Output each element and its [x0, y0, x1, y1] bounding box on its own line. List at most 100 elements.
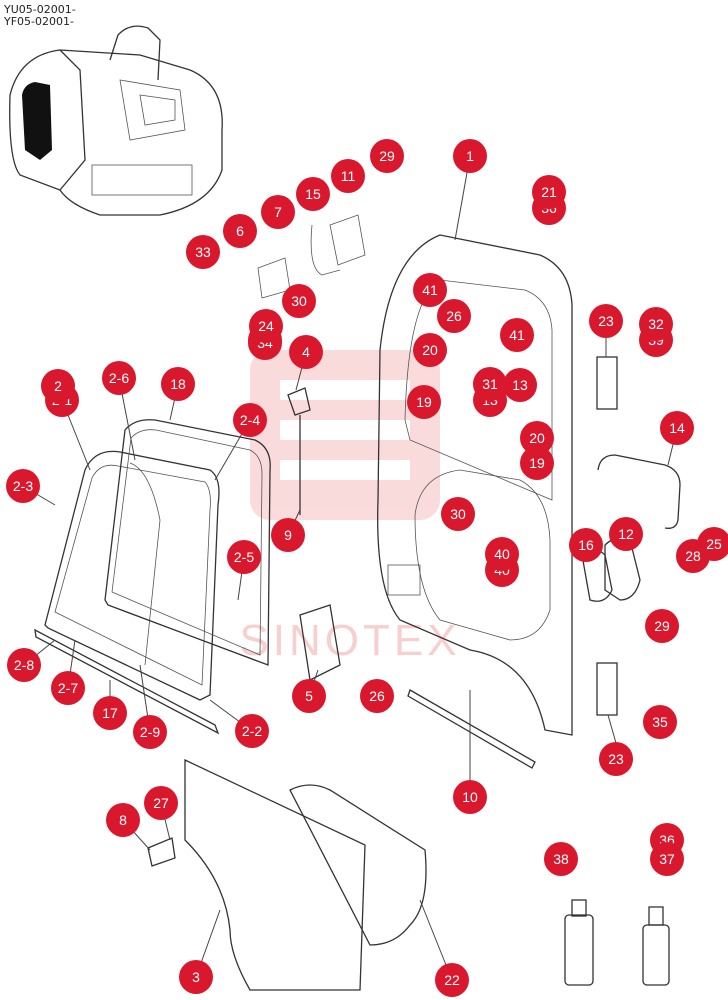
- callout-label: 17: [102, 705, 118, 721]
- callout-14: 14: [660, 411, 694, 445]
- callout-label: 26: [446, 308, 462, 324]
- callout-circle: [106, 803, 140, 837]
- callout-label: 40: [494, 546, 510, 562]
- callout-37: 37: [650, 842, 684, 876]
- window-seal: [104, 419, 271, 666]
- callout-label: 4: [302, 344, 310, 360]
- callout-5: 5: [292, 679, 326, 713]
- callout-circle: [271, 518, 305, 552]
- rail-strip: [34, 628, 220, 735]
- callout-circle: [453, 780, 487, 814]
- callout-label: 20: [422, 342, 438, 358]
- serial-code-2: YF05-02001-: [4, 15, 74, 28]
- callout-label: 25: [706, 536, 722, 552]
- callout-label: 23: [608, 751, 624, 767]
- callout-label: 8: [119, 812, 127, 828]
- callout-circle: [589, 304, 623, 338]
- callout-31: 31: [473, 367, 507, 401]
- callout-18: 18: [161, 367, 195, 401]
- callout-label: 27: [153, 795, 169, 811]
- cab-door-frame: [377, 234, 573, 736]
- callout-11: 11: [331, 159, 365, 193]
- callout-label: 37: [659, 851, 675, 867]
- callout-circle: [102, 361, 136, 395]
- callout-circle: [235, 714, 269, 748]
- callout-circle: [289, 335, 323, 369]
- callout-circle: [500, 318, 534, 352]
- leader-lines: [22, 155, 678, 981]
- callout-circle: [161, 367, 195, 401]
- callout-markers: 3634134141404039383736353433323130302929…: [6, 139, 728, 997]
- hinge-lower: [596, 662, 618, 716]
- callout-label: 7: [274, 204, 282, 220]
- callout-32: 32: [639, 307, 673, 341]
- callout-label: 10: [462, 789, 478, 805]
- callout-label: 3: [192, 969, 200, 985]
- lower-seal: [289, 784, 427, 946]
- callout-circle: [261, 195, 295, 229]
- callout-label: 41: [509, 327, 525, 343]
- callout-label: 26: [369, 688, 385, 704]
- callout-label: 33: [195, 244, 211, 260]
- callout-2-4: 2-4: [233, 403, 267, 437]
- callout-2-6: 2-6: [102, 361, 136, 395]
- callout-label: 11: [341, 168, 356, 184]
- callout-circle: [413, 333, 447, 367]
- callout-23: 23: [599, 742, 633, 776]
- callout-circle: [93, 696, 127, 730]
- callout-label: 1: [466, 148, 474, 164]
- callout-circle: [360, 679, 394, 713]
- callout-circle: [520, 446, 554, 480]
- callout-label: 2-9: [140, 724, 160, 740]
- callout-40: 40: [485, 537, 519, 571]
- lower-glass-panel: [184, 758, 366, 991]
- callout-circle: [51, 671, 85, 705]
- callout-26: 26: [437, 299, 471, 333]
- callout-2-7: 2-7: [51, 671, 85, 705]
- callout-circle: [407, 385, 441, 419]
- callout-circle: [643, 705, 677, 739]
- callout-label: 2-7: [58, 680, 78, 696]
- callout-25: 25: [697, 527, 728, 561]
- callout-circle: [544, 842, 578, 876]
- primer-bottle: [642, 906, 670, 986]
- callout-7: 7: [261, 195, 295, 229]
- callout-label: 19: [416, 394, 432, 410]
- clip: [147, 837, 176, 867]
- callout-6: 6: [223, 214, 257, 248]
- callout-circle: [296, 177, 330, 211]
- callout-circle: [639, 307, 673, 341]
- callout-label: 19: [529, 455, 545, 471]
- callout-label: 32: [648, 316, 664, 332]
- callout-label: 2-3: [13, 478, 33, 494]
- callout-label: 14: [669, 420, 685, 436]
- callout-22: 22: [435, 963, 469, 997]
- callout-23: 23: [589, 304, 623, 338]
- callout-label: 28: [685, 548, 701, 564]
- callout-circle: [223, 214, 257, 248]
- callout-circle: [233, 403, 267, 437]
- callout-label: 13: [512, 377, 528, 393]
- callout-circle: [179, 960, 213, 994]
- callout-label: 6: [236, 223, 244, 239]
- callout-30: 30: [441, 497, 475, 531]
- callout-8: 8: [106, 803, 140, 837]
- callout-33: 33: [186, 235, 220, 269]
- lock-assembly: [287, 387, 311, 416]
- callout-2-8: 2-8: [7, 648, 41, 682]
- callout-21: 21: [532, 175, 566, 209]
- callout-label: 12: [618, 526, 634, 542]
- callout-circle: [660, 411, 694, 445]
- callout-label: 5: [305, 688, 313, 704]
- callout-9: 9: [271, 518, 305, 552]
- callout-label: 2-8: [14, 657, 34, 673]
- callout-circle: [645, 609, 679, 643]
- callout-label: 41: [422, 282, 438, 298]
- callout-circle: [532, 175, 566, 209]
- callout-label: 31: [482, 376, 498, 392]
- callout-24: 24: [249, 309, 283, 343]
- excavator-thumbnail: [9, 25, 223, 216]
- callout-29: 29: [370, 139, 404, 173]
- callout-circle: [441, 497, 475, 531]
